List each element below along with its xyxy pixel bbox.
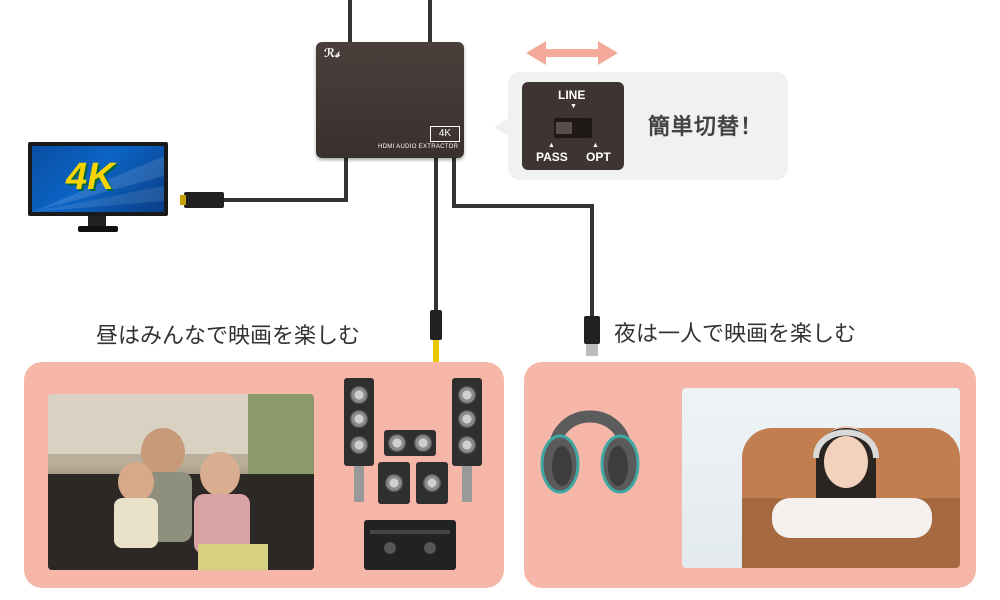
woman-photo (682, 388, 960, 568)
switch-label-pass: PASS (536, 150, 568, 164)
right-section-title: 夜は一人で映画を楽しむ (614, 322, 857, 347)
speaker-left (344, 378, 374, 466)
triangle-up-icon: ▲ (548, 142, 555, 149)
right-scene-panel (524, 362, 976, 588)
headphones-icon (540, 410, 640, 494)
triangle-down-icon: ▼ (570, 103, 577, 110)
triangle-up-icon: ▲ (592, 142, 599, 149)
speaker-right (452, 378, 482, 466)
family-illustration (48, 394, 314, 570)
4k-logo: 4K (66, 156, 115, 198)
monitor-base (78, 226, 118, 232)
4k-badge: 4K (430, 126, 460, 142)
switch-callout: LINE ▼ ▲ ▲ PASS OPT 簡単切替！ (494, 72, 788, 180)
switch-panel: LINE ▼ ▲ ▲ PASS OPT (522, 82, 624, 170)
monitor-screen: 4K (32, 146, 164, 212)
hdmi-cable-monitor (222, 158, 348, 202)
tv-monitor: 4K (28, 142, 168, 216)
rear-speaker-left (378, 462, 410, 504)
optical-plug (584, 316, 600, 344)
switch-knob[interactable] (556, 122, 572, 134)
switch-label-opt: OPT (586, 150, 611, 164)
monitor-stand (88, 216, 106, 226)
left-section-title: 昼はみんなで映画を楽しむ (96, 324, 361, 349)
speaker-stand-left (354, 466, 364, 502)
av-receiver (364, 520, 456, 570)
line-plug (430, 310, 442, 340)
center-speaker (384, 430, 436, 456)
switch-arrow (526, 41, 618, 65)
family-photo (48, 394, 314, 570)
hdmi-plug (184, 192, 224, 208)
woman-illustration (742, 426, 960, 568)
mode-switch[interactable] (554, 118, 592, 138)
model-label: HDMI AUDIO EXTRACTOR (378, 144, 459, 150)
brand-logo: ℛ𝓈 (324, 46, 340, 60)
callout-text: 簡単切替！ (648, 115, 764, 140)
hdmi-audio-extractor: ℛ𝓈 4K HDMI AUDIO EXTRACTOR (316, 42, 464, 158)
speaker-stand-right (462, 466, 472, 502)
screen-rays (32, 156, 164, 212)
left-scene-panel (24, 362, 504, 588)
optical-cable (452, 158, 594, 318)
rear-speaker-right (416, 462, 448, 504)
switch-label-line: LINE (558, 88, 586, 102)
